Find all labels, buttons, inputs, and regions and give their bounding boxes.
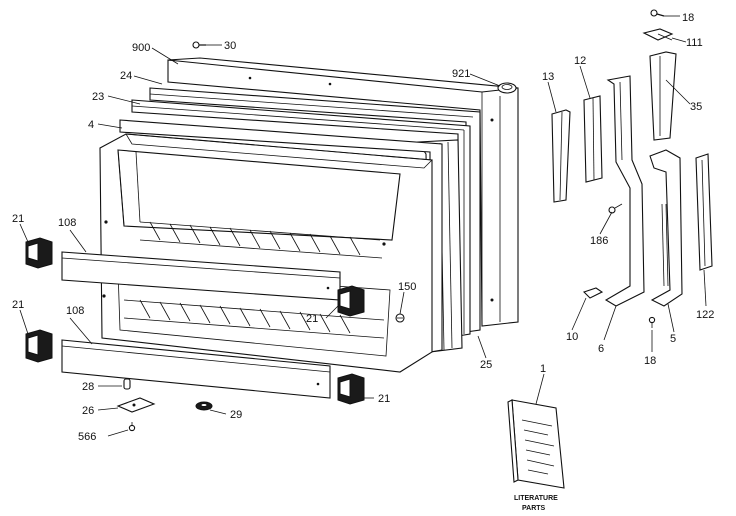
screw-part-150	[395, 313, 405, 323]
leader-lines	[19, 15, 707, 437]
trim-part-13	[551, 109, 571, 203]
end-cap-part-21-lower-right	[337, 373, 365, 405]
trim-part-122	[695, 153, 713, 271]
callout-21-lower-left: 21	[12, 299, 24, 311]
callout-13: 13	[542, 71, 554, 83]
callout-111: 111	[686, 37, 703, 49]
callout-122: 122	[696, 309, 714, 321]
callout-566: 566	[78, 431, 96, 443]
callout-4: 4	[88, 119, 94, 131]
callout-21-lower-right: 21	[378, 393, 390, 405]
clip-part-10	[582, 287, 604, 299]
screw-part-30	[192, 41, 206, 49]
literature-booklet	[507, 399, 565, 489]
callout-150: 150	[398, 281, 416, 293]
callout-29: 29	[230, 409, 242, 421]
callout-26: 26	[82, 405, 94, 417]
bracket-part-111	[642, 28, 674, 41]
callout-900: 900	[132, 42, 150, 54]
callout-23: 23	[92, 91, 104, 103]
callout-1: 1	[540, 363, 546, 375]
screw-part-18-bottom	[648, 316, 656, 328]
screw-part-18-top	[650, 9, 665, 17]
callout-921: 921	[452, 68, 470, 80]
hinge-bracket-part-6	[604, 75, 645, 307]
callout-35: 35	[690, 101, 702, 113]
callout-12: 12	[574, 55, 586, 67]
bumper-part-29	[195, 401, 213, 411]
end-cap-part-21-upper-left	[25, 237, 53, 269]
callout-21-mid: 21	[306, 313, 318, 325]
end-cap-part-21-lower-left	[25, 329, 53, 363]
spacer-part-28	[123, 378, 131, 390]
shelf-bar-part-108-lower	[61, 339, 331, 399]
callout-30: 30	[224, 40, 236, 52]
literature-caption-line1: LITERATURE	[514, 495, 558, 502]
callout-21-upper-left: 21	[12, 213, 24, 225]
callout-108-lower: 108	[66, 305, 84, 317]
callout-28: 28	[82, 381, 94, 393]
callout-186: 186	[590, 235, 608, 247]
hinge-part-5	[649, 149, 683, 307]
callout-18-top: 18	[682, 12, 694, 24]
callout-10: 10	[566, 331, 578, 343]
bracket-part-26	[116, 397, 156, 413]
callout-6: 6	[598, 343, 604, 355]
callout-24: 24	[120, 70, 132, 82]
callout-18-bottom: 18	[644, 355, 656, 367]
trim-part-12	[583, 95, 603, 183]
callout-108-upper: 108	[58, 217, 76, 229]
plug-part-921	[497, 82, 517, 94]
callout-25: 25	[480, 359, 492, 371]
callout-5: 5	[670, 333, 676, 345]
inner-door-liner	[99, 133, 433, 373]
screw-part-186	[608, 203, 623, 214]
outer-door-panel	[167, 57, 519, 327]
trim-part-35	[649, 51, 677, 141]
end-cap-part-21-mid	[337, 285, 365, 317]
literature-caption-line2: PARTS	[522, 505, 546, 512]
screw-part-566	[128, 422, 136, 432]
